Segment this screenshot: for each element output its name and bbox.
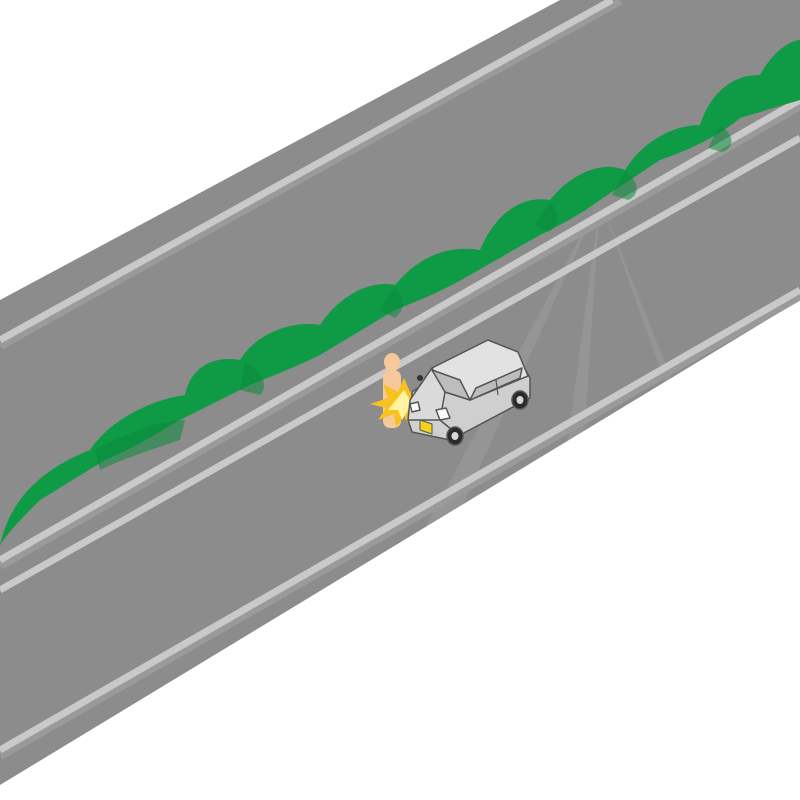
- license-plate: [419, 419, 433, 435]
- hatchback-car: [407, 339, 531, 446]
- lane-line-median: [0, 96, 800, 564]
- median-hedge: [0, 40, 800, 545]
- lane-line-median-lower: [0, 134, 800, 594]
- lane-line-top: [0, 0, 614, 344]
- lane-line-bottom-shadow: [0, 290, 800, 760]
- lane-line-bottom: [0, 286, 800, 754]
- lane-line-median-shadow: [0, 100, 800, 570]
- debris-dot: [417, 375, 423, 381]
- lane-line-top-shadow: [0, 0, 623, 350]
- lane-lines: [0, 0, 800, 760]
